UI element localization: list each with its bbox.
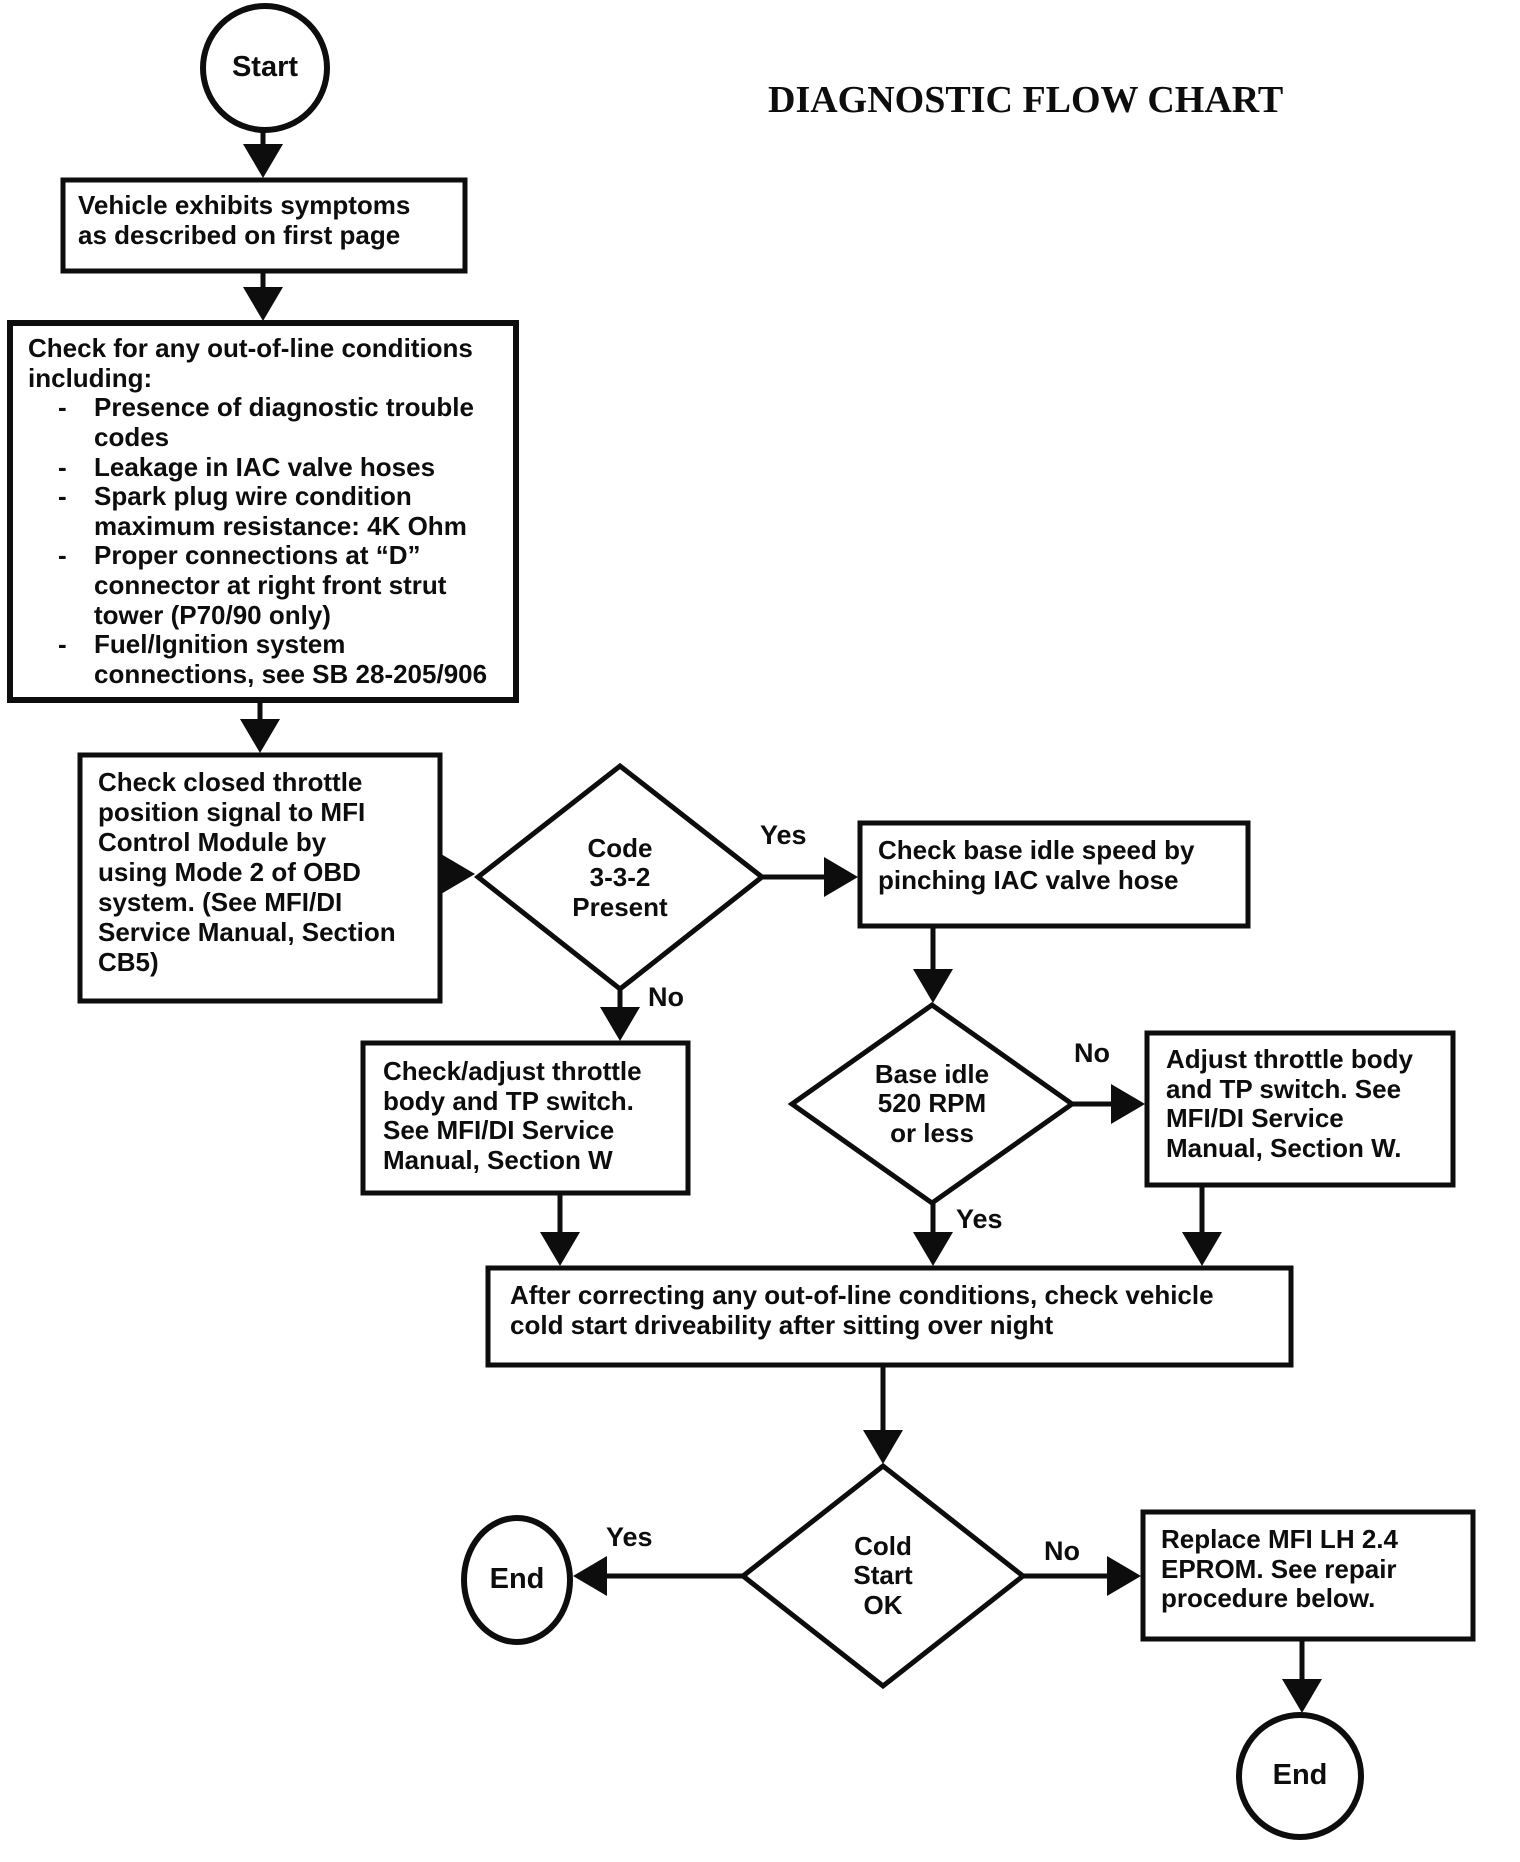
checklist-item-text: Leakage in IAC valve hoses — [94, 451, 436, 482]
check-ctp-box-text: Check closed throttle position signal to… — [98, 767, 396, 978]
end-node-left-label: End — [489, 1563, 545, 1596]
checklist-intro-text: Check for any out-of-line conditions inc… — [28, 333, 473, 393]
check-base-idle-box-text: Check base idle speed by pinching IAC va… — [878, 835, 1195, 895]
adjust-tb-box-shape — [1144, 1030, 1456, 1188]
bullet-dash: - — [58, 629, 67, 660]
bullet-dash: - — [58, 451, 67, 482]
checklist-item-text: Proper connections at “D” connector at r… — [94, 540, 447, 630]
after-correcting-box-text: After correcting any out-of-line conditi… — [510, 1280, 1214, 1340]
checklist-item: - Leakage in IAC valve hoses — [58, 451, 504, 483]
branch-label-yes: Yes — [956, 1204, 1003, 1234]
adjust-tb-box-text: Adjust throttle body and TP switch. See … — [1166, 1044, 1413, 1163]
branch-label-yes: Yes — [760, 820, 807, 850]
code-present-diamond-shape — [473, 762, 767, 993]
replace-eprom-box-shape — [1140, 1509, 1476, 1642]
start-node-label: Start — [231, 51, 299, 84]
bullet-dash: - — [58, 540, 67, 571]
checklist-item: - Presence of diagnostic trouble codes — [58, 392, 504, 452]
end-node-left-shape — [461, 1515, 573, 1645]
bullet-dash: - — [58, 392, 67, 423]
replace-eprom-box-text: Replace MFI LH 2.4 EPROM. See repair pro… — [1161, 1524, 1398, 1614]
checklist-box-shape — [7, 320, 519, 703]
checklist-item-text: Fuel/Ignition system connections, see SB… — [94, 629, 488, 689]
checklist-item: - Spark plug wire condition maximum resi… — [58, 481, 504, 541]
checklist-box-content: Check for any out-of-line conditions inc… — [28, 333, 504, 690]
cold-start-diamond-text: Cold Start OK — [853, 1530, 913, 1620]
checklist-item-text: Spark plug wire condition maximum resist… — [94, 481, 467, 541]
symptoms-box-text: Vehicle exhibits symptoms as described o… — [78, 190, 411, 250]
bullet-dash: - — [58, 481, 67, 512]
checklist-item: - Fuel/Ignition system connections, see … — [58, 629, 504, 689]
checklist-item-text: Presence of diagnostic trouble codes — [94, 392, 474, 452]
page-title: DIAGNOSTIC FLOW CHART — [768, 79, 1284, 121]
base-idle-diamond-shape — [787, 1001, 1077, 1207]
branch-label-no: No — [1044, 1536, 1080, 1566]
base-idle-diamond-text: Base idle 520 RPM or less — [874, 1058, 990, 1148]
branch-label-no: No — [648, 982, 684, 1012]
checklist-item: - Proper connections at “D” connector at… — [58, 541, 504, 630]
after-correcting-box-shape — [485, 1265, 1294, 1368]
branch-label-no: No — [1074, 1038, 1110, 1068]
end-node-right-shape — [1236, 1712, 1364, 1840]
start-node-shape — [200, 3, 330, 133]
check-ctp-box-shape — [77, 752, 443, 1004]
check-adjust-tb-box-text: Check/adjust throttle body and TP switch… — [383, 1056, 642, 1175]
code-present-diamond-text: Code 3-3-2 Present — [572, 832, 668, 922]
symptoms-box-shape — [60, 177, 468, 274]
end-node-right-label: End — [1272, 1759, 1328, 1792]
check-base-idle-box-shape — [857, 820, 1251, 929]
cold-start-diamond-shape — [738, 1462, 1028, 1690]
check-adjust-tb-box-shape — [360, 1040, 691, 1196]
branch-label-yes: Yes — [606, 1522, 653, 1552]
